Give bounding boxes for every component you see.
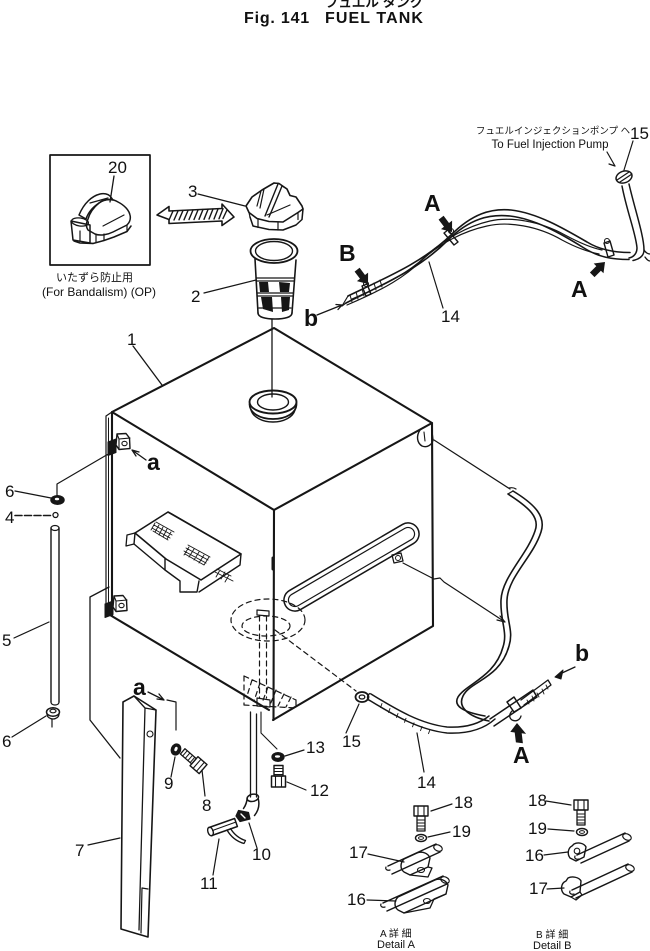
svg-text:Fig. 141: Fig. 141	[244, 10, 310, 27]
svg-text:(For Bandalism) (OP): (For Bandalism) (OP)	[42, 285, 156, 299]
svg-text:16: 16	[347, 890, 366, 909]
svg-text:17: 17	[349, 843, 368, 862]
svg-text:6: 6	[2, 732, 11, 751]
svg-text:Detail A: Detail A	[377, 939, 416, 951]
svg-text:18: 18	[528, 791, 547, 810]
svg-text:FUEL TANK: FUEL TANK	[325, 10, 424, 27]
svg-text:7: 7	[75, 841, 84, 860]
svg-text:10: 10	[252, 845, 271, 864]
svg-text:6: 6	[5, 482, 14, 501]
svg-text:13: 13	[306, 738, 325, 757]
svg-text:11: 11	[200, 874, 218, 893]
svg-text:18: 18	[454, 793, 473, 812]
svg-text:フュエルインジェクションポンプ ヘ: フュエルインジェクションポンプ ヘ	[476, 126, 630, 137]
svg-text:8: 8	[202, 796, 211, 815]
svg-text:4: 4	[5, 508, 14, 527]
svg-text:19: 19	[452, 822, 471, 841]
svg-text:3: 3	[188, 182, 197, 201]
svg-text:B: B	[339, 240, 356, 266]
svg-text:15: 15	[342, 732, 361, 751]
svg-text:15: 15	[630, 124, 649, 143]
svg-text:19: 19	[528, 819, 547, 838]
svg-text:16: 16	[525, 846, 544, 865]
svg-text:A: A	[424, 190, 441, 216]
svg-text:To Fuel Injection Pump: To Fuel Injection Pump	[492, 139, 609, 151]
svg-text:12: 12	[310, 781, 329, 800]
svg-text:A: A	[571, 276, 588, 302]
svg-text:A: A	[513, 742, 530, 768]
svg-text:a: a	[133, 674, 146, 700]
svg-text:フュエル タンク: フュエル タンク	[325, 0, 423, 10]
svg-text:B 詳 細: B 詳 細	[536, 928, 568, 941]
svg-text:a: a	[147, 449, 160, 475]
svg-text:2: 2	[191, 287, 200, 306]
svg-text:A 詳 細: A 詳 細	[380, 927, 412, 940]
svg-text:14: 14	[417, 773, 436, 792]
svg-text:20: 20	[108, 158, 127, 177]
svg-text:b: b	[575, 640, 589, 666]
svg-text:1: 1	[127, 330, 136, 349]
svg-text:9: 9	[164, 774, 173, 793]
svg-text:b: b	[304, 305, 318, 331]
svg-text:17: 17	[529, 879, 548, 898]
svg-text:Detail B: Detail B	[533, 940, 572, 951]
svg-text:いたずら防止用: いたずら防止用	[56, 270, 133, 284]
svg-text:5: 5	[2, 631, 11, 650]
svg-text:14: 14	[441, 307, 460, 326]
